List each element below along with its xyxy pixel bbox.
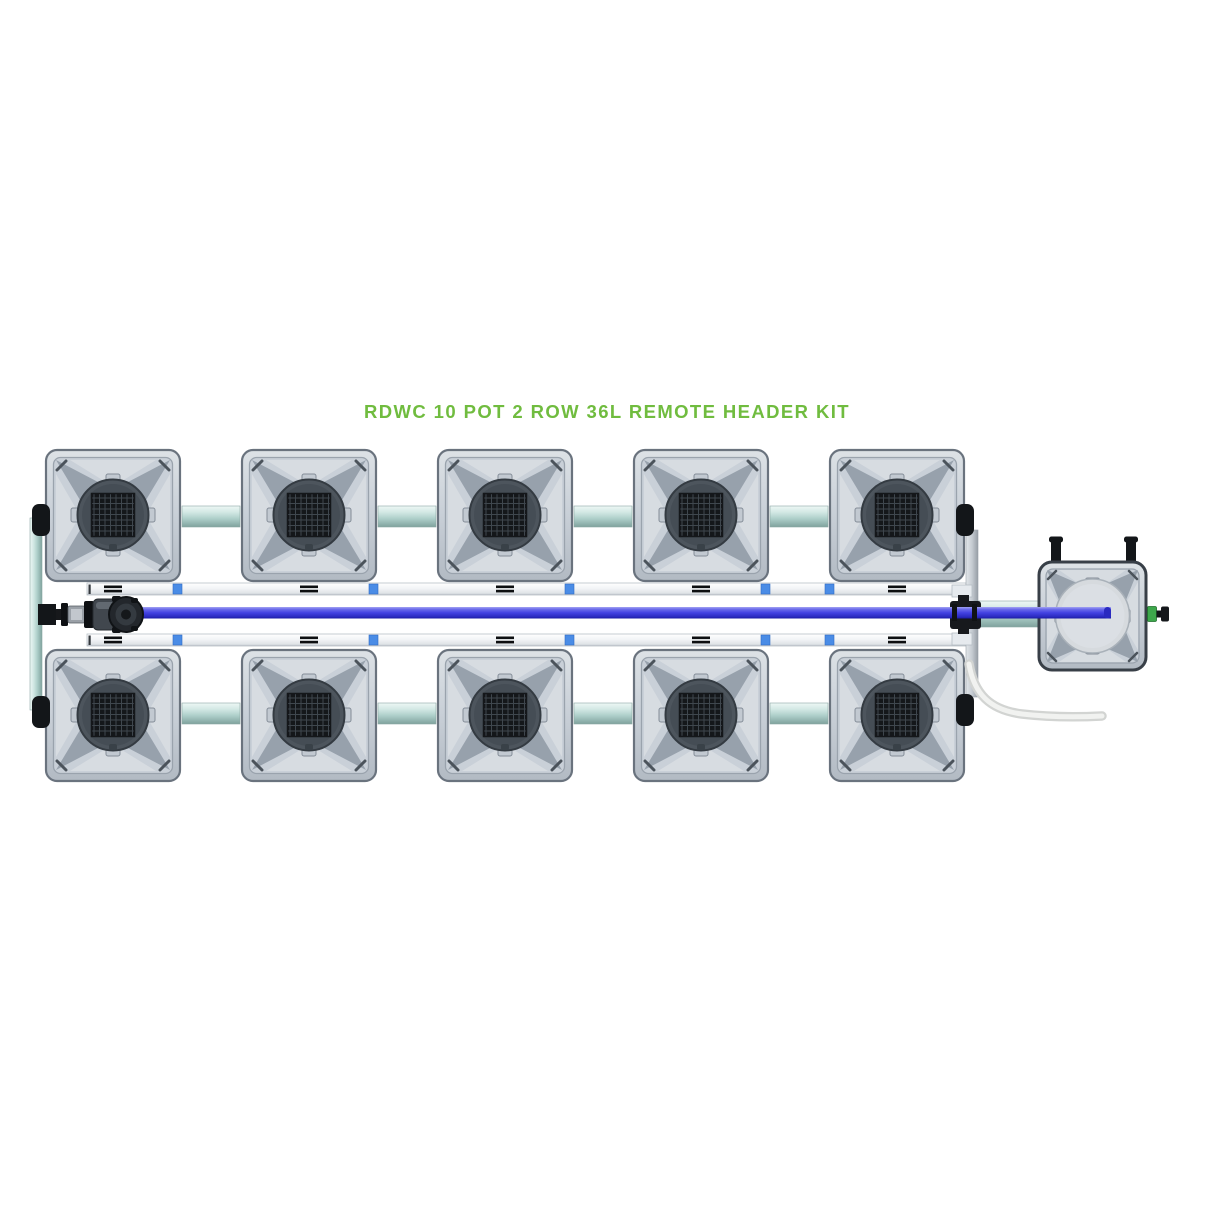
return-elbow (951, 632, 973, 646)
junction-notch (958, 627, 969, 634)
pot-row2-2 (240, 648, 378, 783)
pipe-end-tick (88, 584, 91, 594)
cross-pipe (573, 505, 633, 528)
pot-row1-2 (240, 448, 378, 583)
return-connectors (172, 583, 835, 646)
pump-inlet-assembly (38, 596, 144, 633)
junction-ring (952, 604, 957, 621)
pot-row2-5 (828, 648, 966, 783)
cross-pipe (573, 702, 633, 725)
feed-pipe (140, 604, 1111, 621)
product-title: RDWC 10 POT 2 ROW 36L REMOTE HEADER KIT (364, 401, 850, 422)
float-posts (1049, 536, 1138, 562)
pot-row2-3 (436, 648, 574, 783)
cross-pipe (181, 702, 241, 725)
pot-row1-3 (436, 448, 574, 583)
pot-outlet-marks (104, 585, 906, 644)
pot-row1-1 (44, 448, 182, 583)
port-caps (32, 504, 974, 728)
cross-pipe (769, 505, 829, 528)
drain-hose (964, 659, 1107, 722)
pot-row1-4 (632, 448, 770, 583)
outlet-fitting (1147, 606, 1169, 622)
cross-pipes (29, 505, 829, 725)
pipe-end-tick (88, 635, 91, 645)
cross-pipe (769, 702, 829, 725)
pot-row2-4 (632, 648, 770, 783)
header-tank-assembly (1037, 536, 1169, 672)
junction-ring (972, 604, 977, 621)
cross-pipe (377, 505, 437, 528)
cross-pipe (181, 505, 241, 528)
pot-row1-5 (828, 448, 966, 583)
cross-pipe (377, 702, 437, 725)
return-pipes (86, 582, 967, 647)
junction-notch (958, 595, 969, 602)
pot-row2-1 (44, 648, 182, 783)
